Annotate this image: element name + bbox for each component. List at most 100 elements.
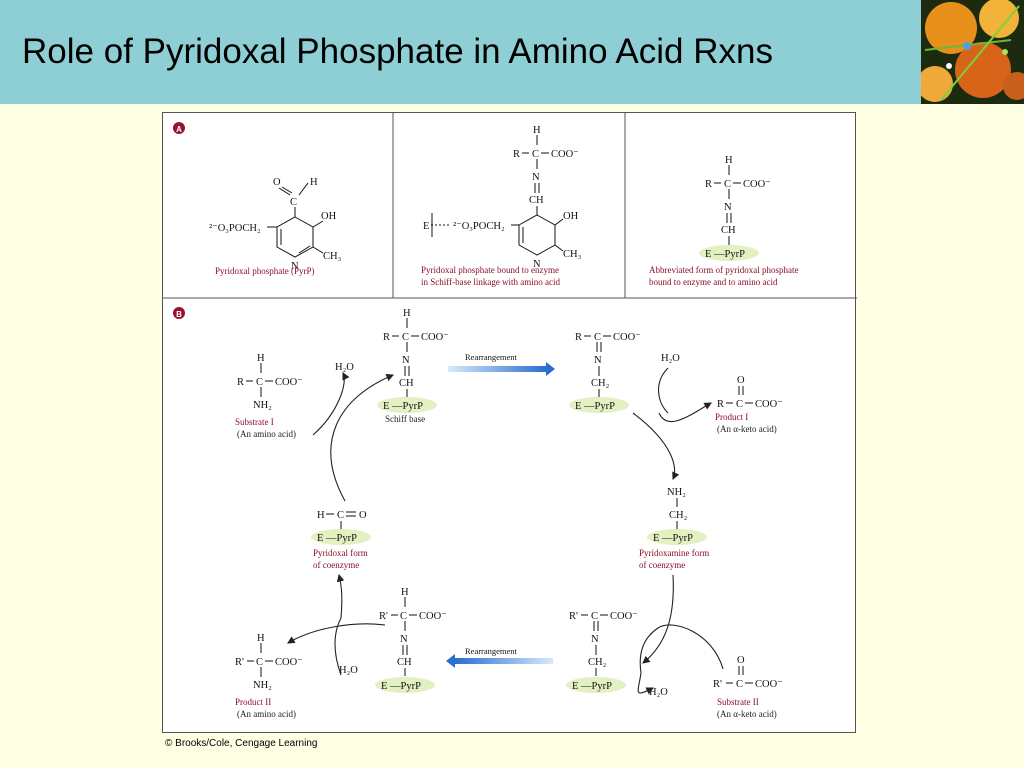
schiff-base-enzyme-structure: H R C COO⁻ N CH OH CH₃ N ²⁻O₃POCH₂ E: [421, 125, 582, 287]
pyridoxal-phosphate-structure: O H C OH CH₃ N ²⁻O₃POCH₂ Pyridoxal phosp…: [209, 177, 342, 276]
ketimine-bottom: R' C COO⁻ N CH₂ E —PyrP: [566, 611, 638, 693]
panel-b-label-badge: B: [173, 307, 185, 319]
pyridoxal-form: H C O E —PyrP Pyridoxal form of coenzyme: [311, 510, 371, 570]
svg-text:N: N: [291, 261, 299, 272]
svg-text:E —PyrP: E —PyrP: [572, 681, 612, 692]
figure-frame: A O H C OH CH₃ N ²⁻O₃POCH₂ Pyridoxal pho…: [162, 112, 857, 733]
svg-text:C: C: [290, 197, 297, 208]
svg-text:COO⁻: COO⁻: [419, 611, 447, 622]
svg-text:R': R': [235, 657, 244, 668]
product-2: H R' C COO⁻ NH₂ Product II (An amino aci…: [235, 633, 303, 719]
svg-text:N: N: [724, 202, 732, 213]
svg-text:Abbreviated form of pyridoxal: Abbreviated form of pyridoxal phosphate: [649, 265, 798, 275]
svg-text:CH₂: CH₂: [669, 510, 688, 521]
svg-text:Pyridoxal phosphate (PyrP): Pyridoxal phosphate (PyrP): [215, 266, 315, 276]
svg-text:N: N: [533, 259, 541, 270]
svg-text:OH: OH: [321, 211, 337, 222]
svg-text:N: N: [402, 355, 410, 366]
svg-text:O: O: [737, 655, 745, 666]
slide-title: Role of Pyridoxal Phosphate in Amino Aci…: [22, 32, 773, 71]
svg-text:Rearrangement: Rearrangement: [465, 646, 518, 656]
svg-text:COO⁻: COO⁻: [421, 332, 449, 343]
svg-text:R': R': [713, 679, 722, 690]
svg-text:OH: OH: [563, 211, 579, 222]
svg-text:of coenzyme: of coenzyme: [313, 560, 359, 570]
svg-text:H: H: [310, 177, 318, 188]
svg-text:N: N: [400, 634, 408, 645]
svg-text:C: C: [532, 149, 539, 160]
svg-text:COO⁻: COO⁻: [613, 332, 641, 343]
svg-text:NH₂: NH₂: [667, 487, 686, 498]
svg-text:C: C: [256, 657, 263, 668]
svg-text:C: C: [594, 332, 601, 343]
svg-text:(An α-keto acid): (An α-keto acid): [717, 709, 777, 719]
svg-text:C: C: [591, 611, 598, 622]
corner-molecule-image: [921, 0, 1024, 104]
svg-text:CH: CH: [721, 225, 736, 236]
svg-text:C: C: [736, 679, 743, 690]
svg-text:²⁻O₃POCH₂: ²⁻O₃POCH₂: [453, 221, 505, 232]
svg-text:Pyridoxal form: Pyridoxal form: [313, 548, 368, 558]
svg-text:C: C: [402, 332, 409, 343]
aldimine-bottom: H R' C COO⁻ N CH E —PyrP: [375, 587, 447, 693]
svg-text:E: E: [423, 221, 429, 232]
svg-text:H: H: [533, 125, 541, 136]
svg-text:E —PyrP: E —PyrP: [705, 249, 745, 260]
svg-text:CH: CH: [399, 378, 414, 389]
svg-text:COO⁻: COO⁻: [275, 377, 303, 388]
svg-text:B: B: [176, 310, 182, 319]
water-top-left: H₂O: [335, 362, 354, 373]
svg-text:O: O: [359, 510, 367, 521]
svg-text:²⁻O₃POCH₂: ²⁻O₃POCH₂: [209, 223, 261, 234]
product-1: O R C COO⁻ Product I (An α-keto acid): [715, 375, 783, 434]
svg-text:H: H: [725, 155, 733, 166]
svg-text:N: N: [591, 634, 599, 645]
svg-text:Product II: Product II: [235, 697, 271, 707]
svg-text:CH₂: CH₂: [591, 378, 610, 389]
svg-text:Substrate I: Substrate I: [235, 417, 274, 427]
panel-grid: [163, 113, 857, 299]
ketimine-top: R C COO⁻ N CH₂ E —PyrP: [569, 332, 641, 413]
title-bar: Role of Pyridoxal Phosphate in Amino Aci…: [0, 0, 1024, 104]
svg-text:C: C: [337, 510, 344, 521]
water-top-right: H₂O: [661, 353, 680, 364]
copyright-credit: © Brooks/Cole, Cengage Learning: [165, 738, 318, 749]
water-bottom-right: H₂O: [649, 687, 668, 698]
svg-text:CH₂: CH₂: [588, 657, 607, 668]
svg-text:E —PyrP: E —PyrP: [653, 533, 693, 544]
svg-text:Product I: Product I: [715, 412, 748, 422]
svg-text:(An amino acid): (An amino acid): [237, 429, 296, 439]
svg-text:COO⁻: COO⁻: [551, 149, 579, 160]
water-bottom-left: H₂O: [339, 665, 358, 676]
svg-text:Pyridoxamine form: Pyridoxamine form: [639, 548, 709, 558]
svg-text:(An α-keto acid): (An α-keto acid): [717, 424, 777, 434]
svg-text:R: R: [717, 399, 724, 410]
rearrangement-arrow-bottom: Rearrangement: [446, 646, 553, 668]
svg-text:N: N: [532, 172, 540, 183]
reaction-arrows: [287, 367, 724, 695]
substrate-1: H R C COO⁻ NH₂ Substrate I (An amino aci…: [235, 353, 303, 439]
svg-text:R: R: [513, 149, 520, 160]
svg-text:C: C: [400, 611, 407, 622]
svg-text:E —PyrP: E —PyrP: [381, 681, 421, 692]
svg-text:NH₂: NH₂: [253, 400, 272, 411]
svg-text:H: H: [317, 510, 325, 521]
svg-text:COO⁻: COO⁻: [275, 657, 303, 668]
svg-text:CH₃: CH₃: [323, 251, 342, 262]
svg-text:Pyridoxal phosphate bound to e: Pyridoxal phosphate bound to enzyme: [421, 265, 559, 275]
substrate-2: O R' C COO⁻ Substrate II (An α-keto acid…: [713, 655, 783, 719]
svg-text:E —PyrP: E —PyrP: [383, 401, 423, 412]
svg-text:C: C: [256, 377, 263, 388]
svg-text:Schiff base: Schiff base: [385, 414, 425, 424]
schiff-base: H R C COO⁻ N CH E —PyrP Schiff base: [377, 308, 449, 424]
svg-text:H: H: [403, 308, 411, 319]
svg-text:of coenzyme: of coenzyme: [639, 560, 685, 570]
svg-text:CH: CH: [397, 657, 412, 668]
svg-text:H: H: [401, 587, 409, 598]
svg-text:N: N: [594, 355, 602, 366]
svg-text:E —PyrP: E —PyrP: [317, 533, 357, 544]
svg-text:O: O: [737, 375, 745, 386]
panel-a-label-badge: A: [173, 122, 185, 134]
abbreviated-form-structure: H R C COO⁻ N CH E —PyrP Abbreviated form…: [649, 155, 798, 287]
svg-text:E —PyrP: E —PyrP: [575, 401, 615, 412]
